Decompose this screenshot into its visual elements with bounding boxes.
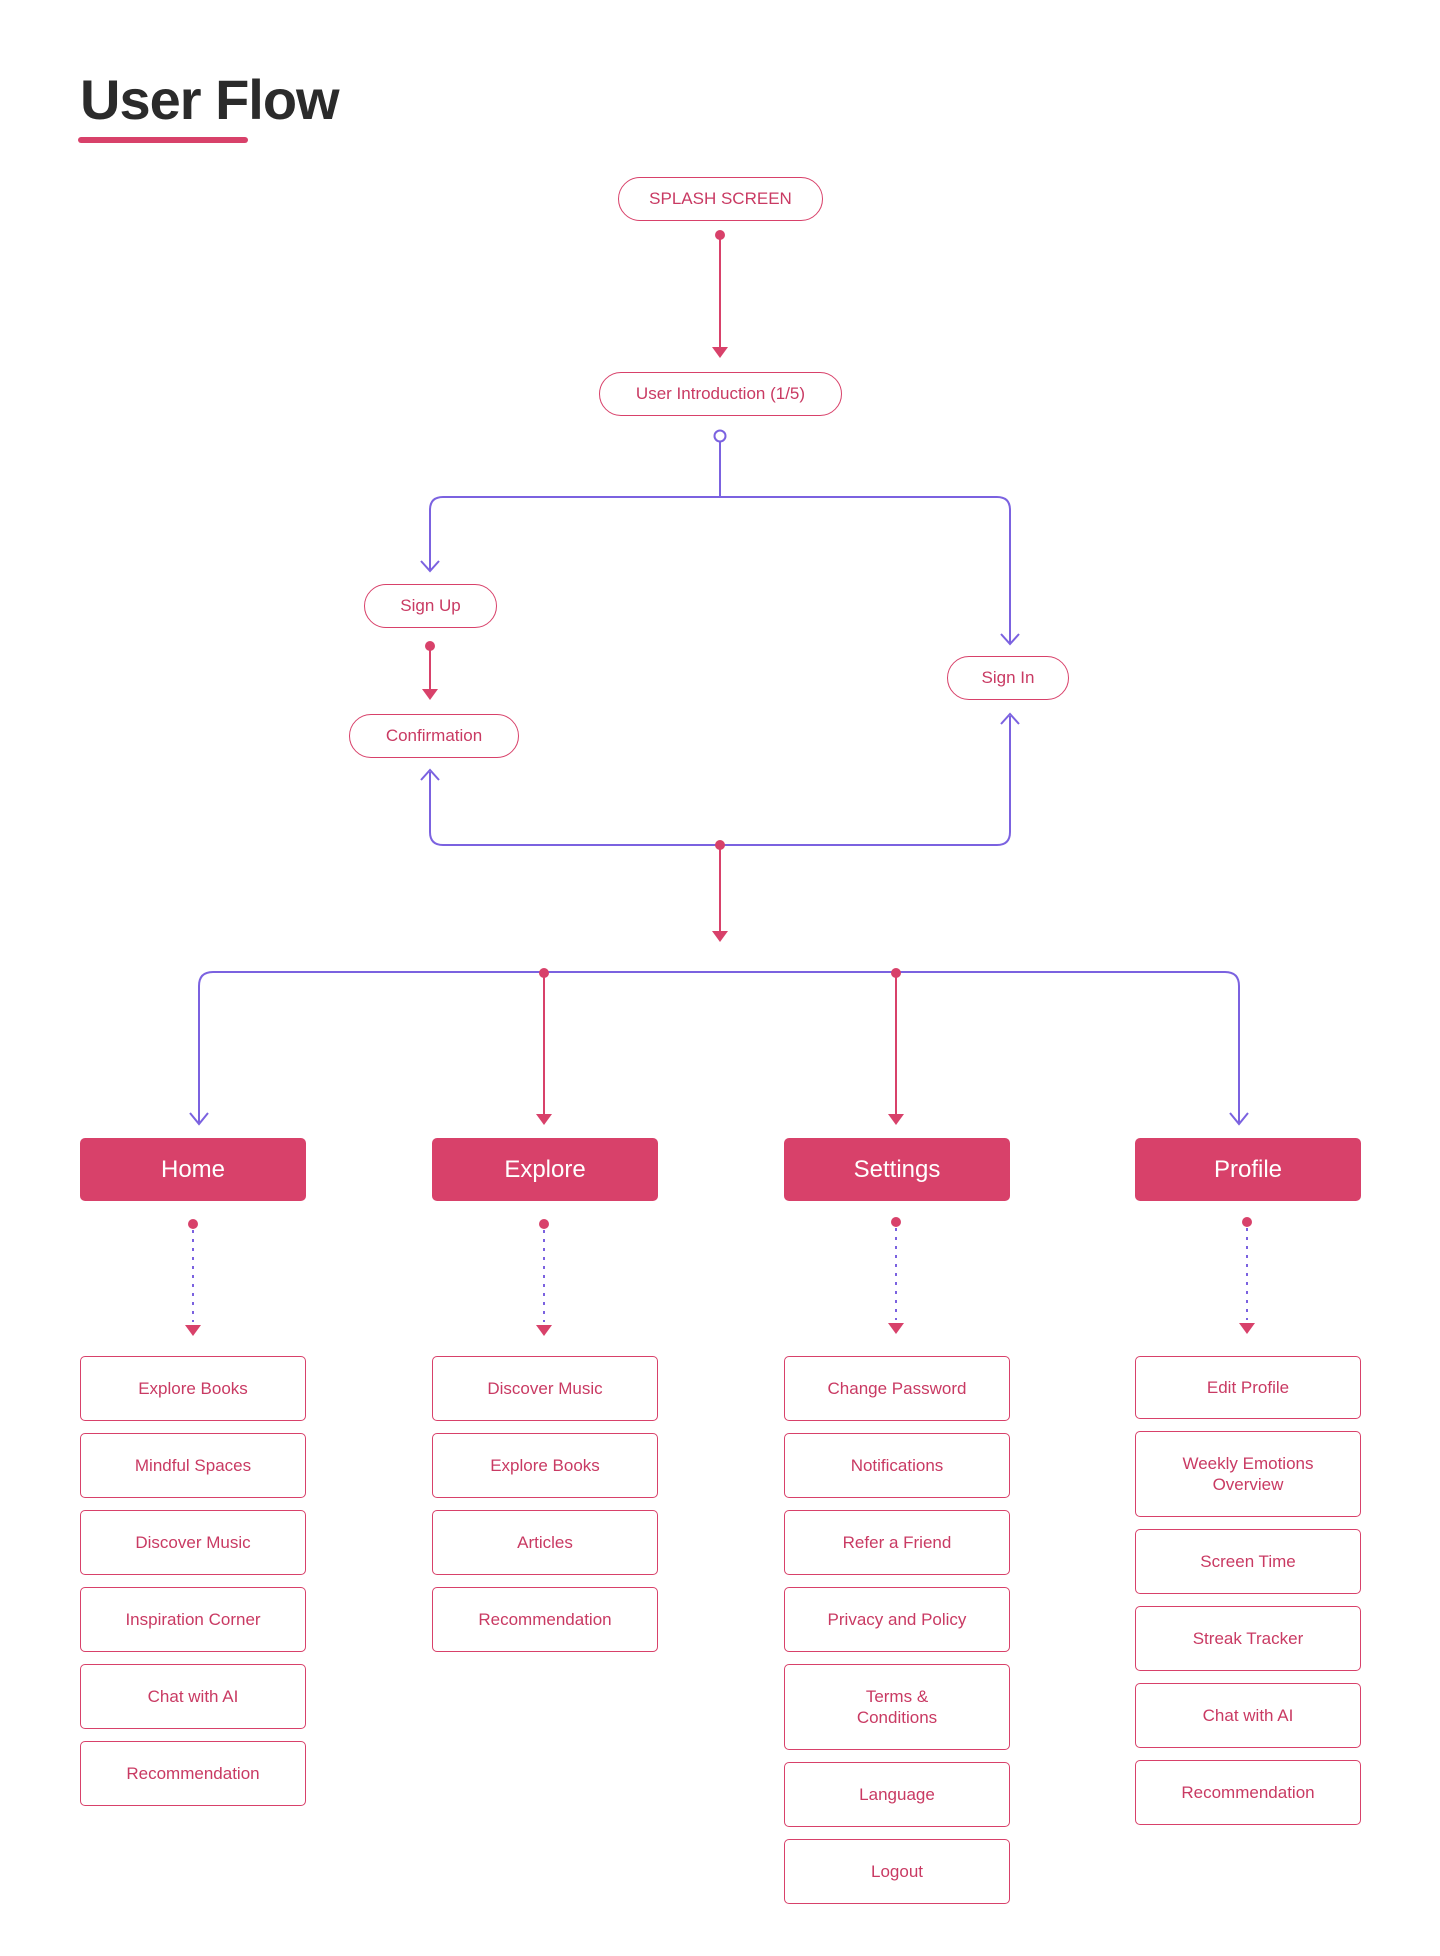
connector-main-branch <box>189 968 1249 1126</box>
page-title: User Flow <box>80 68 340 131</box>
sign-up-node: Sign Up <box>364 584 497 628</box>
section-explore: Explore <box>432 1138 658 1201</box>
profile-item: Streak Tracker <box>1135 1606 1361 1671</box>
connector-splash-to-intro <box>712 230 728 358</box>
settings-item: Privacy and Policy <box>784 1587 1010 1652</box>
sign-in-node: Sign In <box>947 656 1069 700</box>
profile-item: Screen Time <box>1135 1529 1361 1594</box>
explore-item: Recommendation <box>432 1587 658 1652</box>
connector-section-items <box>185 1217 1255 1336</box>
home-item: Chat with AI <box>80 1664 306 1729</box>
profile-item: Chat with AI <box>1135 1683 1361 1748</box>
splash-screen-node: SPLASH SCREEN <box>618 177 823 221</box>
explore-item: Explore Books <box>432 1433 658 1498</box>
settings-item: Language <box>784 1762 1010 1827</box>
home-item: Explore Books <box>80 1356 306 1421</box>
explore-item: Discover Music <box>432 1356 658 1421</box>
section-home: Home <box>80 1138 306 1201</box>
profile-item: Edit Profile <box>1135 1356 1361 1419</box>
title-underline <box>78 137 248 143</box>
settings-item: Terms & Conditions <box>784 1664 1010 1750</box>
home-item: Discover Music <box>80 1510 306 1575</box>
settings-item: Change Password <box>784 1356 1010 1421</box>
section-settings: Settings <box>784 1138 1010 1201</box>
settings-item: Notifications <box>784 1433 1010 1498</box>
home-item: Recommendation <box>80 1741 306 1806</box>
explore-item: Articles <box>432 1510 658 1575</box>
user-introduction-node: User Introduction (1/5) <box>599 372 842 416</box>
settings-item: Refer a Friend <box>784 1510 1010 1575</box>
connector-signup-to-confirmation <box>422 641 438 700</box>
section-profile: Profile <box>1135 1138 1361 1201</box>
confirmation-node: Confirmation <box>349 714 519 758</box>
connector-intro-branch <box>420 429 1020 646</box>
profile-item: Weekly Emotions Overview <box>1135 1431 1361 1517</box>
profile-item: Recommendation <box>1135 1760 1361 1825</box>
connector-to-main <box>712 840 728 942</box>
settings-item: Logout <box>784 1839 1010 1904</box>
home-item: Inspiration Corner <box>80 1587 306 1652</box>
home-item: Mindful Spaces <box>80 1433 306 1498</box>
